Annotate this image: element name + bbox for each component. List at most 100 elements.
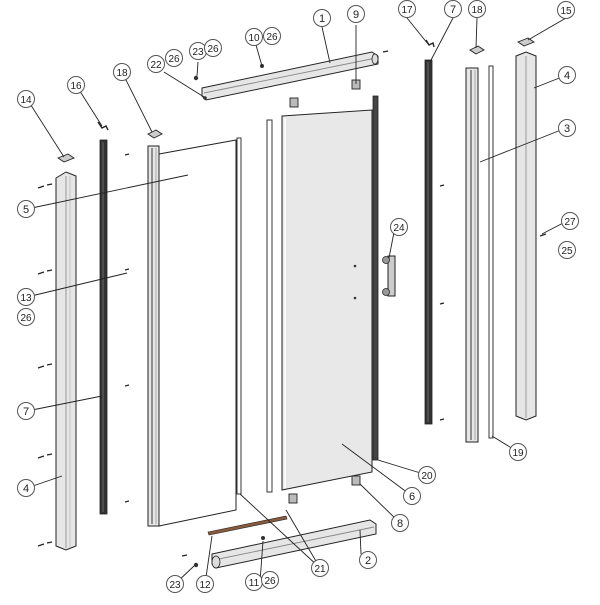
callout-18a: 18 xyxy=(113,63,131,81)
callout-circle xyxy=(166,575,184,593)
callout-number: 26 xyxy=(20,313,32,324)
callout-11: 11 xyxy=(245,573,263,591)
end-caps xyxy=(57,37,535,163)
callout-circle xyxy=(558,66,576,84)
callout-number: 24 xyxy=(393,223,405,234)
callout-7a: 7 xyxy=(444,0,462,18)
callout-number: 14 xyxy=(20,95,32,106)
callout-number: 12 xyxy=(199,580,211,591)
callout-number: 23 xyxy=(169,580,181,591)
callout-number: 21 xyxy=(314,564,326,575)
callout-6: 6 xyxy=(403,487,421,505)
callout-number: 18 xyxy=(116,68,128,79)
callout-circle xyxy=(17,288,35,306)
guide-blocks xyxy=(147,45,485,139)
callout-1a: 1 xyxy=(313,9,331,27)
callout-circle xyxy=(17,308,35,326)
callout-number: 26 xyxy=(266,32,278,43)
callout-number: 8 xyxy=(397,518,403,530)
callout-17: 17 xyxy=(398,0,416,18)
door-handle xyxy=(382,255,396,297)
callout-15: 15 xyxy=(557,1,575,19)
callout-circle xyxy=(147,55,165,73)
seal-strip-left xyxy=(99,139,108,515)
callout-circle xyxy=(403,487,421,505)
callout-number: 15 xyxy=(560,6,572,17)
callout-number: 13 xyxy=(20,293,32,304)
callout-number: 26 xyxy=(168,54,180,65)
hook-clips xyxy=(97,39,435,131)
callout-18b: 18 xyxy=(468,0,486,18)
callout-number: 2 xyxy=(365,555,371,567)
callout-number: 9 xyxy=(353,9,359,21)
callout-number: 26 xyxy=(264,576,276,587)
callout-16: 16 xyxy=(67,76,85,94)
callout-number: 6 xyxy=(409,491,415,503)
callout-19: 19 xyxy=(509,443,527,461)
sliding-glass-door xyxy=(281,109,373,491)
callout-circle xyxy=(165,49,183,67)
bottom-track-strip xyxy=(207,515,288,536)
top-rollers xyxy=(289,79,361,108)
callout-number: 5 xyxy=(23,204,29,216)
callout-27: 27 xyxy=(561,212,579,230)
callout-number: 4 xyxy=(564,70,570,82)
callout-26b: 26 xyxy=(204,39,222,57)
callout-circle xyxy=(391,514,409,532)
door-edge-strip-right xyxy=(266,119,273,493)
callout-circle xyxy=(390,218,408,236)
callout-layer: 1234456778910111213141516171818192021222… xyxy=(17,0,579,593)
callout-2: 2 xyxy=(359,551,377,569)
callout-20: 20 xyxy=(418,466,436,484)
callout-circle xyxy=(398,0,416,18)
callout-12: 12 xyxy=(196,575,214,593)
callout-number: 11 xyxy=(249,578,260,589)
callout-circle xyxy=(468,0,486,18)
callout-number: 18 xyxy=(471,5,483,16)
callout-4b: 4 xyxy=(17,479,35,497)
callout-circle xyxy=(313,9,331,27)
callout-8: 8 xyxy=(391,514,409,532)
callout-7b: 7 xyxy=(17,402,35,420)
callout-23b: 23 xyxy=(166,575,184,593)
callout-13: 13 xyxy=(17,288,35,306)
fixed-glass-panel xyxy=(158,139,237,527)
door-seal-right xyxy=(372,95,379,461)
callout-circle xyxy=(196,575,214,593)
callout-circle xyxy=(558,119,576,137)
top-rail xyxy=(201,51,379,101)
callout-circle xyxy=(359,551,377,569)
callout-number: 10 xyxy=(248,33,260,44)
callout-4a: 4 xyxy=(558,66,576,84)
callout-number: 19 xyxy=(512,448,524,459)
callout-number: 7 xyxy=(450,4,456,16)
callout-21: 21 xyxy=(311,559,329,577)
screw-marks xyxy=(37,50,547,557)
seal-strip-right xyxy=(424,59,433,425)
callout-number: 27 xyxy=(564,217,576,228)
wall-profile-right xyxy=(515,51,537,421)
callout-circle xyxy=(17,479,35,497)
callout-circle xyxy=(557,1,575,19)
callout-number: 16 xyxy=(70,81,82,92)
callout-circle xyxy=(245,28,263,46)
callout-number: 26 xyxy=(207,44,219,55)
callout-26c: 26 xyxy=(263,27,281,45)
callout-number: 3 xyxy=(564,123,570,135)
callout-26a: 26 xyxy=(165,49,183,67)
fixed-panel-profile xyxy=(147,145,160,527)
callout-5: 5 xyxy=(17,200,35,218)
callout-circle xyxy=(444,0,462,18)
callout-circle xyxy=(558,241,576,259)
callout-26d: 26 xyxy=(17,308,35,326)
bottom-rollers xyxy=(288,475,361,504)
thin-strip-right xyxy=(488,65,494,439)
callout-number: 1 xyxy=(319,13,325,25)
door-edge-strip-left xyxy=(236,137,242,495)
callout-25: 25 xyxy=(558,241,576,259)
callout-3: 3 xyxy=(558,119,576,137)
callout-circle xyxy=(113,63,131,81)
callout-14: 14 xyxy=(17,90,35,108)
